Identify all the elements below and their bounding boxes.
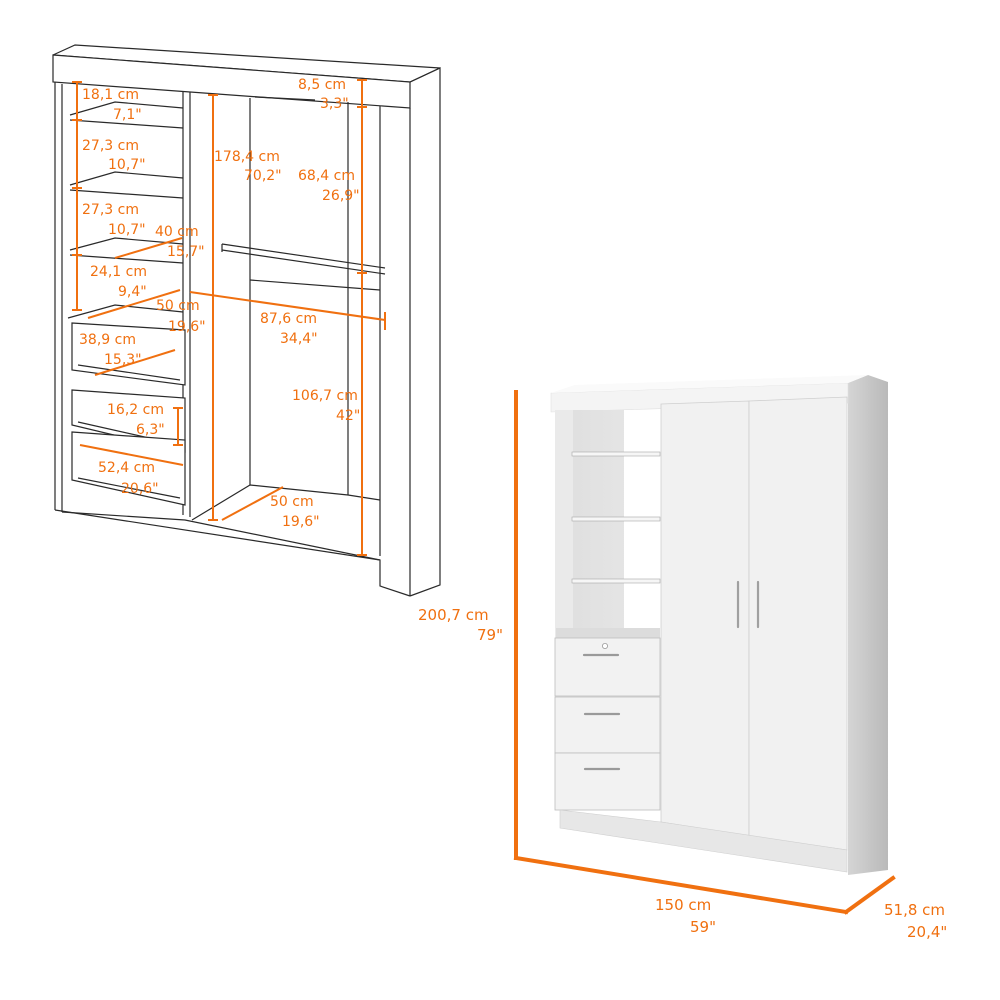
label-drawer-depth-cm: 52,4 cm — [98, 460, 155, 476]
label-lower-rod-cm: 106,7 cm — [292, 388, 358, 404]
label-bottom-depth-in: 19,6" — [282, 514, 320, 530]
label-hanging-height-in: 70,2" — [244, 168, 282, 184]
schematic-dimension-lines — [72, 79, 386, 556]
label-shelf-3-in: 10,7" — [108, 222, 146, 238]
label-overall-width-in: 59" — [690, 918, 716, 936]
render-drawer-2 — [554, 696, 661, 754]
label-shelf-depth-in: 15,7" — [167, 244, 205, 260]
width-dimension-line — [513, 855, 849, 915]
label-top-shelf-in: 7,1" — [113, 107, 142, 123]
render-drawer-handles — [582, 653, 621, 771]
render-shelves — [571, 451, 661, 584]
render-drawer-3 — [554, 752, 661, 811]
label-crown-cm: 8,5 cm — [298, 77, 346, 93]
label-shelf-2-in: 10,7" — [108, 157, 146, 173]
render-lock-icon — [602, 643, 609, 650]
label-shelf-3-cm: 27,3 cm — [82, 202, 139, 218]
label-overall-width-cm: 150 cm — [655, 896, 711, 914]
label-drawer-height-cm: 16,2 cm — [107, 402, 164, 418]
label-shelf-depth-cm: 40 cm — [155, 224, 199, 240]
label-left-depth-cm: 50 cm — [156, 298, 200, 314]
label-top-shelf-cm: 18,1 cm — [82, 87, 139, 103]
label-shelf-4-in: 9,4" — [118, 284, 147, 300]
render-door-handles — [736, 580, 760, 629]
label-upper-rod-cm: 68,4 cm — [298, 168, 355, 184]
render-side-panel — [848, 375, 888, 875]
label-shelf-2-cm: 27,3 cm — [82, 138, 139, 154]
label-lower-rod-in: 42" — [336, 408, 360, 424]
schematic-dimension-labels: 18,1 cm 7,1" 27,3 cm 10,7" 27,3 cm 10,7"… — [79, 77, 360, 530]
label-inner-width-cm: 87,6 cm — [260, 311, 317, 327]
label-inner-width-in: 34,4" — [280, 331, 318, 347]
overall-dimension-lines — [513, 390, 896, 915]
depth-dimension-line — [843, 875, 896, 915]
label-shelf-4-cm: 24,1 cm — [90, 264, 147, 280]
label-overall-height-cm: 200,7 cm — [418, 606, 489, 624]
label-overall-height-in: 79" — [477, 626, 503, 644]
render-base — [559, 809, 848, 873]
schematic-outline — [52, 44, 441, 597]
label-upper-rod-in: 26,9" — [322, 188, 360, 204]
label-overall-depth-in: 20,4" — [907, 923, 947, 941]
label-bottom-depth-cm: 50 cm — [270, 494, 314, 510]
label-drawer-depth-in: 20,6" — [121, 481, 159, 497]
label-left-depth-in: 19,6" — [168, 319, 206, 335]
render-doors — [660, 396, 848, 851]
render-drawers — [554, 637, 661, 811]
render-door-left — [660, 400, 750, 837]
label-drawer-width-in: 15,3" — [104, 352, 142, 368]
label-crown-in: 3,3" — [320, 96, 349, 112]
label-drawer-height-in: 6,3" — [136, 422, 165, 438]
render-drawer-1 — [554, 637, 661, 697]
label-hanging-height-cm: 178,4 cm — [214, 149, 280, 165]
render-door-right — [748, 396, 848, 851]
label-drawer-width-cm: 38,9 cm — [79, 332, 136, 348]
label-overall-depth-cm: 51,8 cm — [884, 901, 945, 919]
overall-dimension-labels: 200,7 cm 79" 150 cm 59" 51,8 cm 20,4" — [418, 606, 947, 941]
